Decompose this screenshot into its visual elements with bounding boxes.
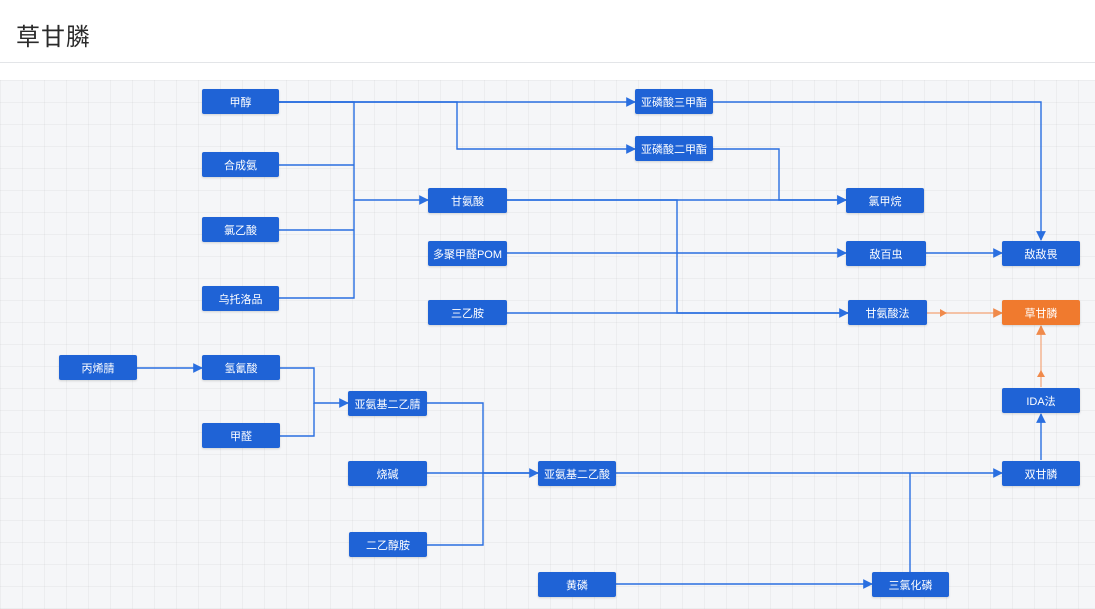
node-yaanjieryisuan[interactable]: 亚氨基二乙酸	[538, 461, 616, 486]
edge-jiachun-yalinsuanerjiazhi	[279, 101, 636, 154]
node-duojuquan[interactable]: 多聚甲醛POM	[428, 241, 507, 266]
edge-yalinsuanerjiazhi-lvjiawan	[713, 148, 847, 205]
edge-wutuoluopin-gansuan	[279, 200, 355, 299]
edge-jiachun-gansuan	[279, 101, 429, 205]
edge-eryichunan-yaanjieryisuan	[427, 473, 484, 546]
diagram-canvas	[0, 80, 1095, 609]
page-title: 草甘膦	[16, 24, 91, 51]
node-jiachun[interactable]: 甲醇	[202, 89, 279, 114]
node-sanyian[interactable]: 三乙胺	[428, 300, 507, 325]
node-sanlvhualin[interactable]: 三氯化磷	[872, 572, 949, 597]
node-bingxijing[interactable]: 丙烯腈	[59, 355, 137, 380]
node-lvjiawan[interactable]: 氯甲烷	[846, 188, 924, 213]
node-shuanganlin[interactable]: 双甘膦	[1002, 461, 1080, 486]
edge-jiaquan-yaanjierjijing	[280, 403, 315, 437]
page-header: 草甘膦	[0, 0, 1095, 63]
node-caoganlin[interactable]: 草甘膦	[1002, 300, 1080, 325]
node-gansuan[interactable]: 甘氨酸	[428, 188, 507, 213]
edge-mid-arrow-idafa	[1037, 370, 1045, 377]
node-huanglin[interactable]: 黄磷	[538, 572, 616, 597]
edge-yalinsuansanjiazhi-didiwei	[713, 101, 1046, 241]
edge-qingqingsuan-yaanjierjijing	[280, 367, 349, 408]
node-jiaquan[interactable]: 甲醛	[202, 423, 280, 448]
node-yalinsuansanjiazhi[interactable]: 亚磷酸三甲酯	[635, 89, 713, 114]
node-wutuoluopin[interactable]: 乌托洛品	[202, 286, 279, 311]
node-yaanjierjijing[interactable]: 亚氨基二乙腈	[348, 391, 427, 416]
node-qingqingsuan[interactable]: 氢氰酸	[202, 355, 280, 380]
edge-gansuan-gansuanfa	[507, 199, 849, 318]
edge-mid-arrow-gansuanfa	[940, 309, 947, 317]
node-hechenganan[interactable]: 合成氨	[202, 152, 279, 177]
node-gansuanfa[interactable]: 甘氨酸法	[848, 300, 927, 325]
node-yalinsuanerjiazhi[interactable]: 亚磷酸二甲酯	[635, 136, 713, 161]
node-shaojian[interactable]: 烧碱	[348, 461, 427, 486]
node-lvyisuan[interactable]: 氯乙酸	[202, 217, 279, 242]
node-didiwei[interactable]: 敌敌畏	[1002, 241, 1080, 266]
node-dibaichong[interactable]: 敌百虫	[846, 241, 926, 266]
node-eryichunan[interactable]: 二乙醇胺	[349, 532, 427, 557]
node-idafa[interactable]: IDA法	[1002, 388, 1080, 413]
edge-yaanjierjijing-yaanjieryisuan	[427, 402, 539, 478]
